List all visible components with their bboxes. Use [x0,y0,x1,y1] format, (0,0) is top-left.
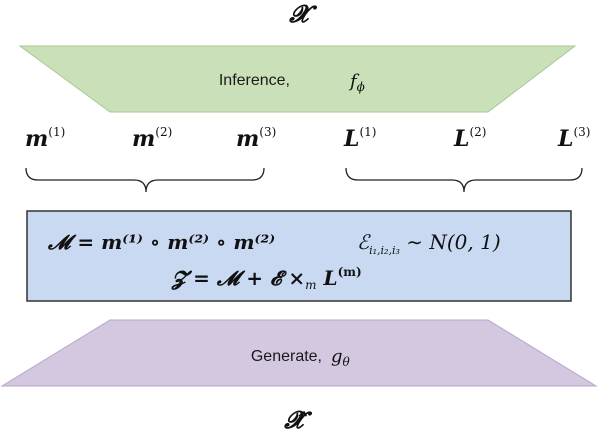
generate-block [0,319,598,387]
equation-line1-right: ℰi₁,i₂,i₃ ∼ N(0, 1) [357,230,501,257]
var-m3: m(3) [236,125,276,152]
output-symbol: 𝓧̂ [283,405,313,434]
equation-line1-sub: i₁,i₂,i₃ [369,244,400,257]
var-L1: L(1) [343,125,376,152]
left-variables: m(1) m(2) m(3) [25,125,276,152]
var-L3: L(3) [557,125,590,152]
input-symbol: 𝓧 [288,0,318,28]
equation-box [26,210,572,302]
equation-line2: 𝓩 = 𝓜 + 𝓔 ×m L(m) [171,265,362,292]
inference-func-sub: ϕ [357,80,365,94]
var-m1: m(1) [25,125,65,152]
var-m2: m(2) [132,125,172,152]
equation-line1-left: 𝓜 = m⁽¹⁾ ∘ m⁽²⁾ ∘ m⁽²⁾ [47,230,275,254]
inference-block [18,45,577,113]
generate-func-sub: θ [343,355,351,369]
var-L2: L(2) [453,125,486,152]
right-brace [345,167,583,193]
generate-func: gθ [331,346,351,369]
inference-label: Inference, [219,72,290,89]
generate-label: Generate, [251,348,322,365]
left-brace [25,167,265,193]
right-variables: L(1) L(2) L(3) [343,125,590,152]
